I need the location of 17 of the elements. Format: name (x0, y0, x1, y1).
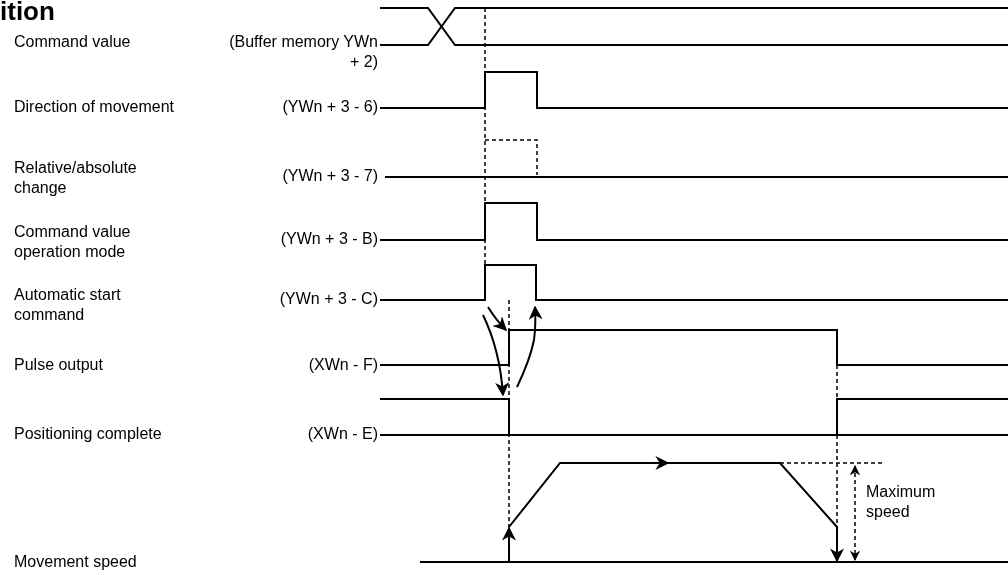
annotation-label: Maximum speed (866, 482, 937, 522)
signal-name: Relative/absolute change (14, 158, 138, 198)
signal-name: Pulse output (14, 355, 103, 375)
signal-name: Movement speed (14, 552, 137, 572)
signal-name: Command value operation mode (14, 222, 132, 262)
address-label: (YWn + 3 - 6) (282, 97, 378, 117)
address-label: (Buffer memory YWn + 2) (228, 32, 378, 72)
address-label: (YWn + 3 - 7) (282, 166, 378, 186)
address-label: (YWn + 3 - B) (280, 229, 378, 249)
address-label: (YWn + 3 - C) (279, 289, 378, 309)
address-label: (XWn - F) (308, 355, 378, 375)
address-label: (XWn - E) (307, 424, 378, 444)
signal-name: Direction of movement (14, 97, 175, 117)
page-title: ition (0, 0, 55, 24)
signal-name: Automatic start command (14, 285, 122, 325)
signal-name: Positioning complete (14, 424, 162, 444)
signal-name: Command value (14, 32, 131, 52)
